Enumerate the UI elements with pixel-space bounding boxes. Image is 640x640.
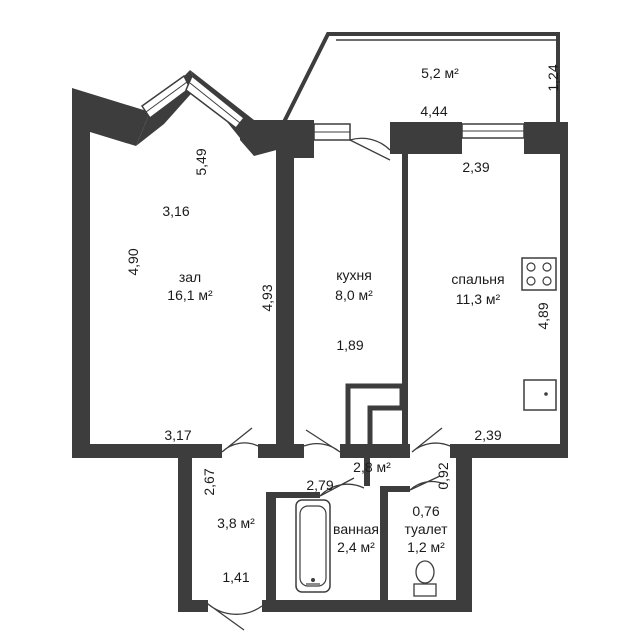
bottom-exterior-wall-right <box>262 600 472 612</box>
kitchen-door <box>303 429 341 453</box>
hall-name: зал <box>179 269 201 285</box>
dim-hall-width-bottom: 3,17 <box>164 427 191 443</box>
corridor-stub <box>364 458 370 486</box>
dim-toilet-height: 0,92 <box>435 462 451 489</box>
hall-door <box>221 427 259 453</box>
dim-kitchen-width: 1,89 <box>336 337 363 353</box>
balcony-outline <box>282 32 560 123</box>
kitchen-top-wall-right <box>390 122 462 154</box>
dim-balcony-depth: 1,24 <box>545 64 561 91</box>
bedroom-bottom-wall <box>450 444 568 458</box>
bath-top-wall <box>276 492 320 498</box>
toilet-area: 1,2 м² <box>407 539 445 555</box>
dim-hall-diag: 5,49 <box>193 148 209 175</box>
stove-icon <box>521 257 557 291</box>
toilet-door <box>409 475 445 491</box>
hall-kitchen-wall <box>276 140 294 452</box>
balcony-door <box>349 137 391 161</box>
bedroom-area: 11,3 м² <box>456 291 501 307</box>
hall-bottom-wall-left <box>72 444 222 458</box>
bath-door <box>319 477 365 497</box>
bedroom-name: спальня <box>451 271 504 287</box>
dim-bath-width: 2,79 <box>306 477 333 493</box>
sink-icon <box>523 379 557 411</box>
bedroom-window <box>461 123 525 139</box>
dim-toilet-width: 0,76 <box>412 503 439 519</box>
entry-bath-wall <box>266 492 276 604</box>
kitchen-bottom-wall <box>340 444 410 458</box>
kitchen-window <box>313 123 351 141</box>
hall-bay-windows <box>140 74 246 130</box>
dim-bedroom-width-top: 2,39 <box>462 159 489 175</box>
hall-bottom-wall-mid <box>258 444 304 458</box>
entrance-door <box>207 603 263 631</box>
toilet-icon <box>413 560 437 597</box>
hall-left-wall <box>72 88 150 450</box>
kitchen-bedroom-wall <box>402 154 408 452</box>
bottom-exterior-wall <box>178 600 208 612</box>
bath-toilet-wall <box>380 486 388 604</box>
dim-entry-width: 1,41 <box>222 569 249 585</box>
toilet-right-wall <box>456 458 472 612</box>
ventilation-shaft <box>345 383 405 444</box>
dim-hall-width-top: 3,16 <box>162 203 189 219</box>
bathroom-name: ванная <box>333 521 379 537</box>
entry-left-wall <box>178 458 192 612</box>
bedroom-right-wall <box>560 122 568 452</box>
dim-kitchen-height: 4,93 <box>259 284 275 311</box>
dim-hall-height: 4,90 <box>125 248 141 275</box>
toilet-top-wall <box>388 486 410 492</box>
toilet-name: туалет <box>404 521 448 537</box>
bathtub-icon <box>295 499 331 593</box>
dim-entry-height: 2,67 <box>201 468 217 495</box>
kitchen-top-wall-left <box>276 122 314 158</box>
corridor-area: 2,8 м² <box>353 459 391 475</box>
kitchen-name: кухня <box>336 267 372 283</box>
bedroom-door <box>411 427 451 453</box>
balcony-area: 5,2 м² <box>421 65 459 81</box>
dim-bedroom-height: 4,89 <box>535 302 551 329</box>
bedroom-top-wall-right <box>524 122 562 154</box>
hall-area: 16,1 м² <box>167 287 213 303</box>
kitchen-area: 8,0 м² <box>335 287 373 303</box>
dim-bedroom-width-bottom: 2,39 <box>474 427 501 443</box>
bathroom-area: 2,4 м² <box>337 539 375 555</box>
dim-balcony-width: 4,44 <box>420 103 447 119</box>
entry-area: 3,8 м² <box>217 515 255 531</box>
